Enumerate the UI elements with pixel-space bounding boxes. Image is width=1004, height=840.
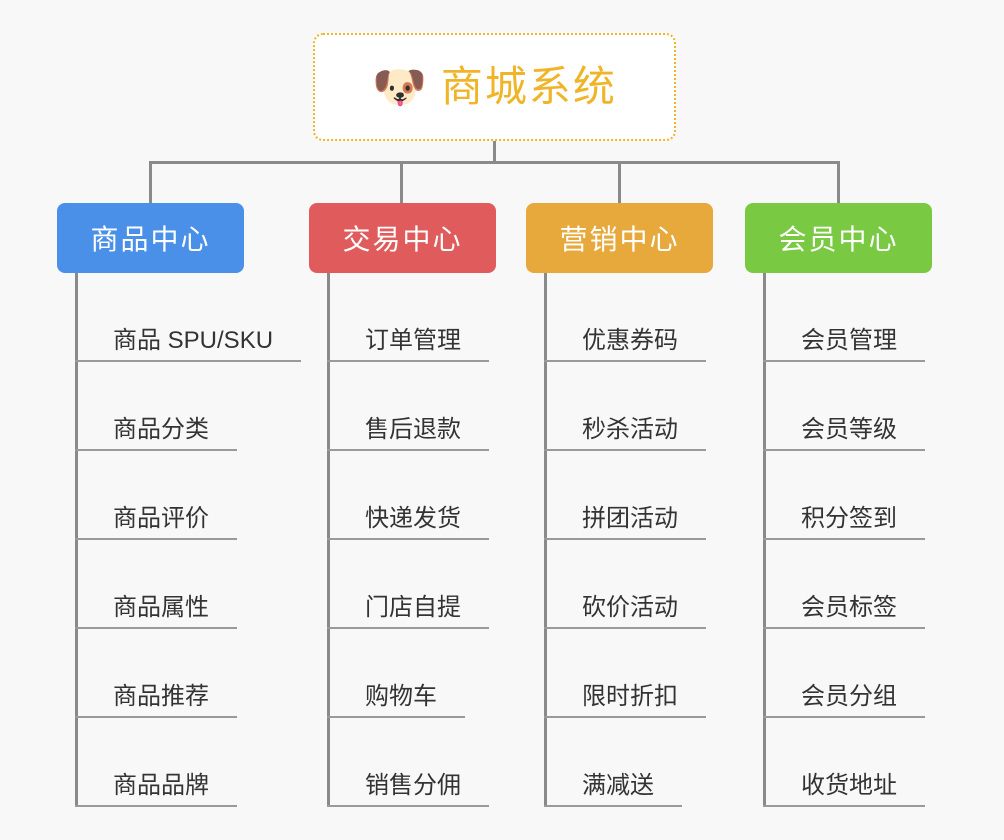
list-item-label: 快递发货 xyxy=(365,504,461,532)
list-item[interactable]: 商品评价 xyxy=(75,451,307,540)
list-item-label: 门店自提 xyxy=(365,593,461,621)
connector-horizontal-bus xyxy=(150,161,840,164)
branch-header-3[interactable]: 营销中心 xyxy=(526,203,713,273)
branch-column-1: 商品中心 商品 SPU/SKU 商品分类 商品评价 商品属性 商品推荐 商品品牌 xyxy=(57,203,307,807)
list-item-label: 收货地址 xyxy=(801,771,897,799)
branch-header-label: 商品中心 xyxy=(90,224,211,255)
list-item[interactable]: 会员等级 xyxy=(763,362,965,451)
branch-trunk-3 xyxy=(544,273,547,807)
list-item-label: 购物车 xyxy=(365,682,437,710)
list-item-label: 会员分组 xyxy=(801,682,897,710)
list-item[interactable]: 商品属性 xyxy=(75,540,307,629)
list-item-label: 销售分佣 xyxy=(365,771,461,799)
branch-trunk-4 xyxy=(763,273,766,807)
list-item-label: 商品属性 xyxy=(113,593,209,621)
list-item-label: 秒杀活动 xyxy=(582,415,678,443)
list-item[interactable]: 商品分类 xyxy=(75,362,307,451)
list-item[interactable]: 会员管理 xyxy=(763,273,965,362)
connector-drop-4 xyxy=(837,161,840,203)
list-item[interactable]: 订单管理 xyxy=(327,273,529,362)
list-item[interactable]: 购物车 xyxy=(327,629,529,718)
list-item[interactable]: 优惠券码 xyxy=(544,273,746,362)
connector-drop-2 xyxy=(400,161,403,203)
list-item-label: 会员管理 xyxy=(801,326,897,354)
dog-face-icon: 🐶 xyxy=(372,63,427,112)
list-item[interactable]: 砍价活动 xyxy=(544,540,746,629)
list-item-label: 会员标签 xyxy=(801,593,897,621)
branch-column-4: 会员中心 会员管理 会员等级 积分签到 会员标签 会员分组 收货地址 xyxy=(745,203,965,807)
list-item[interactable]: 快递发货 xyxy=(327,451,529,540)
list-item-label: 优惠券码 xyxy=(582,326,678,354)
list-item-label: 订单管理 xyxy=(365,326,461,354)
root-title: 商城系统 xyxy=(440,63,617,110)
list-item-label: 拼团活动 xyxy=(582,504,678,532)
list-item-label: 售后退款 xyxy=(365,415,461,443)
list-item[interactable]: 门店自提 xyxy=(327,540,529,629)
branch-header-1[interactable]: 商品中心 xyxy=(57,203,244,273)
list-item-label: 商品 SPU/SKU xyxy=(113,326,274,354)
list-item[interactable]: 商品推荐 xyxy=(75,629,307,718)
list-item[interactable]: 售后退款 xyxy=(327,362,529,451)
list-item[interactable]: 拼团活动 xyxy=(544,451,746,540)
list-item[interactable]: 商品品牌 xyxy=(75,718,307,807)
list-item[interactable]: 收货地址 xyxy=(763,718,965,807)
branch-column-2: 交易中心 订单管理 售后退款 快递发货 门店自提 购物车 销售分佣 xyxy=(309,203,529,807)
branch-trunk-2 xyxy=(327,273,330,807)
connector-drop-1 xyxy=(149,161,152,203)
branch-header-label: 会员中心 xyxy=(778,224,899,255)
branch-column-3: 营销中心 优惠券码 秒杀活动 拼团活动 砍价活动 限时折扣 满减送 xyxy=(526,203,746,807)
list-item[interactable]: 会员分组 xyxy=(763,629,965,718)
list-item-label: 砍价活动 xyxy=(582,593,678,621)
connector-root-stem xyxy=(493,141,496,163)
list-item-label: 积分签到 xyxy=(801,504,897,532)
branch-header-2[interactable]: 交易中心 xyxy=(309,203,496,273)
branch-items-4: 会员管理 会员等级 积分签到 会员标签 会员分组 收货地址 xyxy=(763,273,965,807)
list-item[interactable]: 积分签到 xyxy=(763,451,965,540)
connector-drop-3 xyxy=(618,161,621,203)
list-item[interactable]: 销售分佣 xyxy=(327,718,529,807)
branch-header-label: 交易中心 xyxy=(342,224,463,255)
list-item[interactable]: 满减送 xyxy=(544,718,746,807)
list-item-label: 会员等级 xyxy=(801,415,897,443)
branch-header-4[interactable]: 会员中心 xyxy=(745,203,932,273)
branch-items-2: 订单管理 售后退款 快递发货 门店自提 购物车 销售分佣 xyxy=(327,273,529,807)
branch-items-3: 优惠券码 秒杀活动 拼团活动 砍价活动 限时折扣 满减送 xyxy=(544,273,746,807)
branch-items-1: 商品 SPU/SKU 商品分类 商品评价 商品属性 商品推荐 商品品牌 xyxy=(75,273,307,807)
list-item[interactable]: 会员标签 xyxy=(763,540,965,629)
list-item-label: 限时折扣 xyxy=(582,682,678,710)
list-item-label: 满减送 xyxy=(582,771,654,799)
list-item-label: 商品推荐 xyxy=(113,682,209,710)
root-node[interactable]: 🐶 商城系统 xyxy=(313,33,676,141)
list-item[interactable]: 商品 SPU/SKU xyxy=(75,273,307,362)
list-item[interactable]: 秒杀活动 xyxy=(544,362,746,451)
branch-trunk-1 xyxy=(75,273,78,807)
list-item-label: 商品分类 xyxy=(113,415,209,443)
list-item-label: 商品评价 xyxy=(113,504,209,532)
list-item-label: 商品品牌 xyxy=(113,771,209,799)
list-item[interactable]: 限时折扣 xyxy=(544,629,746,718)
branch-header-label: 营销中心 xyxy=(559,224,680,255)
